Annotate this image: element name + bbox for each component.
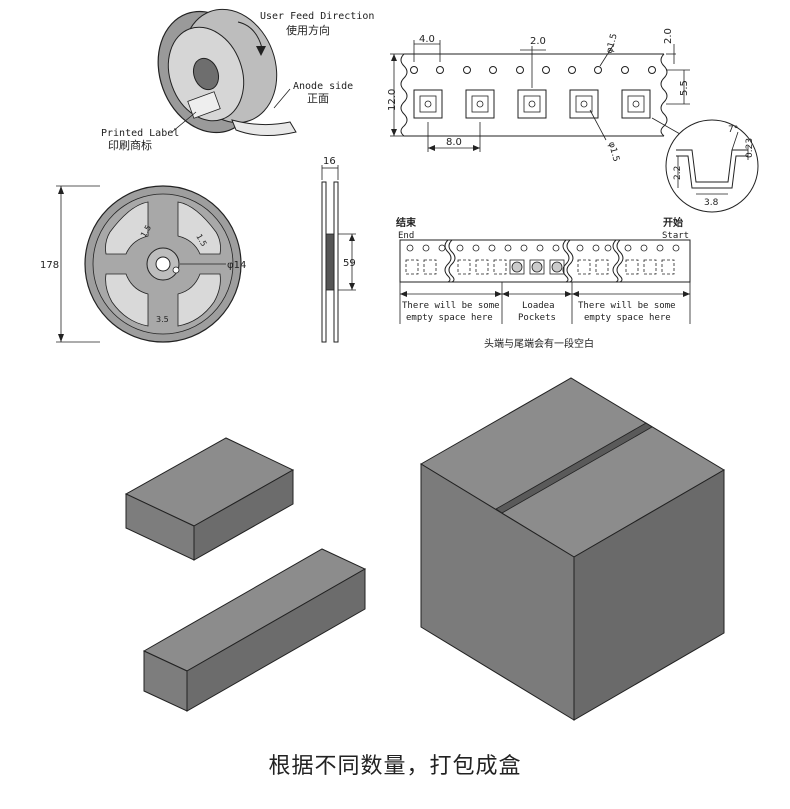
end-en: End bbox=[398, 231, 414, 241]
leader-pockets bbox=[405, 259, 675, 275]
leader-footer: 头端与尾端会有一段空白 bbox=[484, 337, 594, 350]
anode-side-cn: 正面 bbox=[307, 92, 329, 105]
row-offset-label: 5.5 bbox=[679, 80, 690, 96]
pocket-hole-label: φ1.5 bbox=[606, 141, 621, 163]
tape-top-view: 4.0 2.0 φ1.5 2.0 12.0 5.5 8.0 φ1.5 bbox=[387, 28, 690, 163]
reel-height-label: 178 bbox=[40, 260, 59, 271]
reel-front-view: 178 φ14 1.5 1.5 3.5 bbox=[40, 185, 246, 343]
left-note-1: There will be some bbox=[402, 301, 500, 311]
pocket-thickness-label: 0.23 bbox=[745, 138, 755, 158]
start-en: Start bbox=[662, 231, 689, 241]
printed-label-label: Printed Label bbox=[101, 128, 179, 139]
printed-label-patch bbox=[187, 91, 221, 119]
reel-hub-width-label: 59 bbox=[343, 258, 356, 269]
reel-side-view: 16 59 bbox=[321, 156, 356, 343]
end-cn: 结束 bbox=[396, 216, 417, 229]
loaded-pockets bbox=[509, 259, 565, 275]
right-note-1: There will be some bbox=[578, 301, 676, 311]
reel-dim-c: 3.5 bbox=[156, 315, 169, 324]
carton-box bbox=[420, 377, 725, 721]
feed-direction-cn: 使用方向 bbox=[286, 23, 330, 37]
left-note-2: empty space here bbox=[406, 313, 493, 323]
sprocket-holes bbox=[410, 66, 656, 74]
reel-perspective: User Feed Direction 使用方向 Anode side 正面 P… bbox=[101, 8, 374, 152]
tape-tail bbox=[231, 119, 297, 136]
hole-dia-label: φ1.5 bbox=[605, 32, 620, 54]
pocket-pitch-label: 8.0 bbox=[446, 137, 462, 148]
right-note-2: empty space here bbox=[584, 313, 671, 323]
pocket-depth-label: 2.2 bbox=[673, 166, 683, 180]
small-box bbox=[124, 437, 295, 561]
tape-width-label: 12.0 bbox=[387, 89, 398, 111]
pocket-angle-label: 7° bbox=[728, 125, 738, 135]
pockets bbox=[413, 89, 651, 119]
reel-width-label: 16 bbox=[323, 156, 336, 167]
reel-hub-label: φ14 bbox=[227, 260, 246, 271]
hole-offset-label: 2.0 bbox=[530, 36, 546, 47]
hole-pitch-label: 4.0 bbox=[419, 34, 435, 45]
carton-seam bbox=[495, 422, 653, 514]
pocket-detail: 7° 0.23 2.2 3.8 bbox=[651, 117, 759, 213]
printed-label-cn: 印刷商标 bbox=[108, 138, 152, 152]
mid-note-2: Pockets bbox=[518, 313, 556, 323]
mid-note-1: Loadea bbox=[522, 301, 555, 311]
caption: 根据不同数量，打包成盒 bbox=[268, 754, 522, 779]
leader-holes bbox=[406, 244, 680, 252]
long-box bbox=[142, 548, 367, 712]
pocket-width-label: 3.8 bbox=[704, 198, 719, 208]
feed-direction-label: User Feed Direction bbox=[260, 11, 374, 22]
edge-label: 2.0 bbox=[663, 28, 674, 44]
anode-side-label: Anode side bbox=[293, 81, 353, 92]
start-cn: 开始 bbox=[663, 216, 683, 229]
leader-diagram: 结束 End 开始 Start bbox=[396, 216, 691, 350]
